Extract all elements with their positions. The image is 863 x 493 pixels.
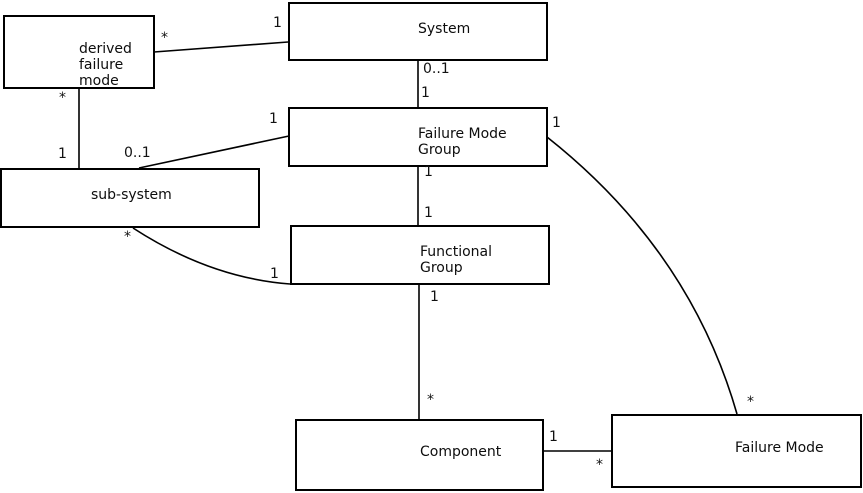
multiplicity-subsystem-end-of-subsystem-fg: * [124, 229, 131, 245]
multiplicity-system-end-of-system-dfm: 1 [273, 15, 282, 31]
line-system-derived-failure-mode [153, 41, 289, 53]
multiplicity-fmg-end-of-fmg-subsystem: 1 [269, 111, 278, 127]
entity-label: derived failure mode [79, 41, 132, 89]
entity-functional-group: Functional Group [290, 225, 550, 285]
multiplicity-fmg-end-of-system-fmg: 1 [421, 85, 430, 101]
multiplicity-fg-end-of-subsystem-fg: 1 [270, 266, 279, 282]
entity-label: Component [420, 444, 502, 460]
multiplicity-component-end-of-component-fm: 1 [549, 429, 558, 445]
multiplicity-fmg-end-of-fmg-failuremode: 1 [552, 115, 561, 131]
multiplicity-subsystem-end-of-dfm-subsystem: 1 [58, 146, 67, 162]
multiplicity-fg-end-of-fmg-fg: 1 [424, 205, 433, 221]
line-failure-mode-group-sub-system [138, 135, 290, 169]
multiplicity-dfm-end-of-system-dfm: * [161, 30, 168, 46]
entity-derived-failure-mode: derived failure mode [3, 15, 155, 89]
multiplicity-fg-end-of-fg-component: 1 [430, 289, 439, 305]
entity-failure-mode: Failure Mode [611, 414, 862, 488]
curve-failure-mode-group-failure-mode [546, 136, 738, 415]
curve-sub-system-functional-group [132, 227, 291, 285]
multiplicity-subsystem-end-of-fmg-subsystem: 0..1 [124, 145, 151, 161]
entity-label: Functional Group [420, 244, 493, 276]
multiplicity-fmg-end-of-fmg-fg: 1 [424, 164, 433, 180]
multiplicity-fm-end-of-fmg-failuremode: * [747, 394, 754, 410]
multiplicity-system-end-of-system-fmg: 0..1 [423, 61, 450, 77]
entity-failure-mode-group: Failure Mode Group [288, 107, 548, 167]
entity-sub-system: sub-system [0, 168, 260, 228]
entity-label: sub-system [91, 187, 172, 203]
entity-label: Failure Mode [735, 440, 824, 456]
multiplicity-component-end-of-fg-component: * [427, 392, 434, 408]
multiplicity-dfm-end-of-dfm-subsystem: * [59, 90, 66, 106]
entity-label: Failure Mode Group [418, 126, 507, 158]
entity-component: Component [295, 419, 544, 491]
entity-system: System [288, 2, 548, 61]
multiplicity-fm-end-of-component-fm: * [596, 457, 603, 473]
entity-label: System [418, 20, 471, 37]
